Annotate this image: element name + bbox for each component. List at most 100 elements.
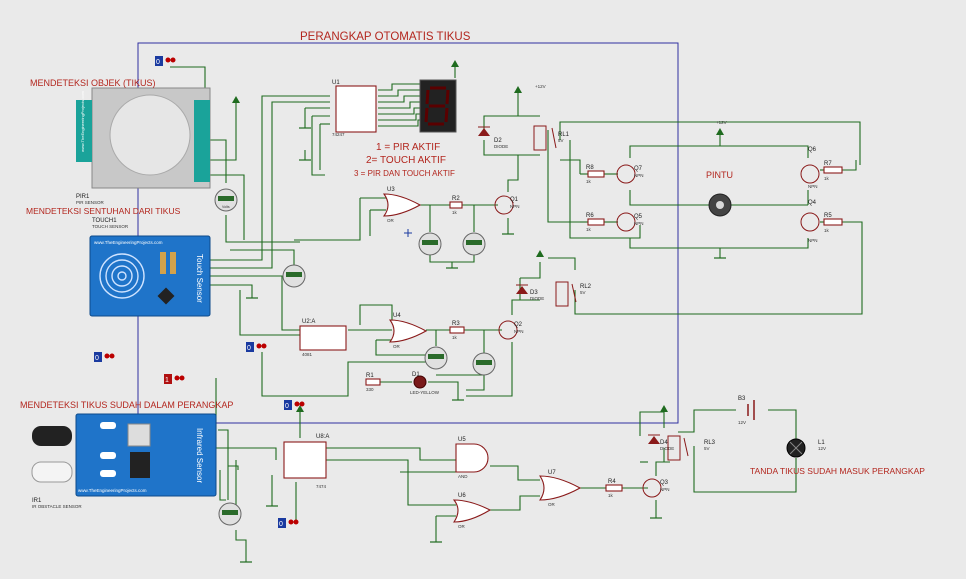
logic-probe-0c[interactable]: 0 xyxy=(246,342,267,352)
r8-ref: R8 xyxy=(586,165,594,171)
pir-sensor[interactable]: www.TheEngineeringProjects.com xyxy=(76,87,211,189)
u2-ref: U2:A xyxy=(302,319,315,325)
lamp-l1[interactable] xyxy=(786,438,806,458)
svg-text:0: 0 xyxy=(95,355,99,362)
resistors xyxy=(365,166,843,492)
u4-ref: U4 xyxy=(393,313,401,319)
q2-val: NPN xyxy=(514,329,524,334)
d1-ref: D1 xyxy=(412,372,420,378)
mode-3-label: 3 = PIR DAN TOUCH AKTIF xyxy=(354,169,455,178)
v12-label: +12V xyxy=(535,84,546,89)
diagram-title: PERANGKAP OTOMATIS TIKUS xyxy=(300,31,471,43)
u3-val: OR xyxy=(387,218,395,223)
voltmeter-7 xyxy=(218,502,242,526)
u3-or-gate[interactable] xyxy=(382,193,422,217)
touch-section-label: MENDETEKSI SENTUHAN DARI TIKUS xyxy=(26,206,181,216)
q2-ref: Q2 xyxy=(514,322,523,328)
u5-val: AND xyxy=(458,474,468,479)
u2-and-gate[interactable] xyxy=(299,325,347,351)
q1-ref: Q1 xyxy=(510,197,519,203)
relay-rl1[interactable] xyxy=(533,125,557,151)
battery-b3 xyxy=(747,400,755,420)
r8-val: 1k xyxy=(586,179,592,184)
d1-val: LED-YELLOW xyxy=(410,390,440,395)
pir-ref: PIR1 xyxy=(76,194,90,200)
d4-ref: D4 xyxy=(660,440,668,446)
q6-val: NPN xyxy=(808,184,818,189)
r6-val: 1k xyxy=(586,227,592,232)
q4-ref: Q4 xyxy=(808,200,817,206)
d2-val: DIODE xyxy=(494,144,508,149)
u4-val: OR xyxy=(393,344,401,349)
r4-ref: R4 xyxy=(608,479,616,485)
q1-val: NPN xyxy=(510,204,520,209)
svg-text:1: 1 xyxy=(165,377,169,384)
cursor-crosshair-icon xyxy=(404,229,412,237)
d3-val: DIODE xyxy=(530,296,544,301)
q3-val: NPN xyxy=(660,487,670,492)
u8-flipflop[interactable] xyxy=(283,441,327,479)
mode-1-label: 1 = PIR AKTIF xyxy=(376,142,440,153)
logic-probe-0d[interactable]: 0 xyxy=(284,400,305,410)
u6-or-gate[interactable] xyxy=(452,499,492,523)
svg-text:0: 0 xyxy=(279,521,283,528)
q3-ref: Q3 xyxy=(660,480,669,486)
relay-rl2[interactable] xyxy=(555,281,577,307)
motor-label: PINTU xyxy=(706,170,733,180)
svg-text:0: 0 xyxy=(285,403,289,410)
r2-val: 1k xyxy=(452,210,458,215)
led-d1[interactable] xyxy=(413,375,427,389)
voltmeter-5 xyxy=(424,346,448,370)
touch-board-url: www.TheEngineeringProjects.com xyxy=(94,240,163,245)
u1-decoder[interactable] xyxy=(335,85,377,133)
transistors xyxy=(494,164,820,498)
diodes xyxy=(478,126,660,444)
r1-val: 330 xyxy=(366,387,374,392)
touch-ref: TOUCH1 xyxy=(92,218,117,224)
q5-ref: Q5 xyxy=(634,214,643,220)
voltmeter-1-unit: Volts xyxy=(222,205,230,209)
u7-or-gate[interactable] xyxy=(538,475,582,501)
l1-val: 12V xyxy=(818,446,826,451)
touch-val: TOUCH SENSOR xyxy=(92,224,129,229)
l1-ref: L1 xyxy=(818,440,825,446)
d4-val: DIODE xyxy=(660,446,674,451)
r3-val: 1k xyxy=(452,335,458,340)
ir-section-label: MENDETEKSI TIKUS SUDAH DALAM PERANGKAP xyxy=(20,400,233,410)
seven-segment-display[interactable] xyxy=(419,79,457,133)
svg-text:0: 0 xyxy=(156,59,160,66)
r7-val: 1k xyxy=(824,176,830,181)
logic-probe-0b[interactable]: 0 xyxy=(94,352,115,362)
door-motor[interactable] xyxy=(708,193,732,217)
q5-val: NPN xyxy=(634,221,644,226)
b3-val: 12V xyxy=(738,420,746,425)
q6-ref: Q6 xyxy=(808,147,817,153)
u7-val: OR xyxy=(548,502,556,507)
u5-and-gate[interactable] xyxy=(455,443,489,473)
r7-ref: R7 xyxy=(824,161,832,167)
touch-board-label: Touch Sensor xyxy=(195,254,204,303)
u6-ref: U6 xyxy=(458,493,466,499)
r5-ref: R5 xyxy=(824,213,832,219)
relay-rl3[interactable] xyxy=(667,435,689,461)
u6-val: OR xyxy=(458,524,466,529)
u1-val: 74247 xyxy=(332,132,345,137)
touch-sensor[interactable]: Touch Sensor www.TheEngineeringProjects.… xyxy=(89,235,211,317)
logic-probe-0a[interactable]: 0 xyxy=(155,56,176,66)
ir-sensor[interactable]: Infrared Sensor www.TheEngineeringProjec… xyxy=(31,413,217,497)
pir-val: PIR SENSOR xyxy=(76,200,105,205)
r2-ref: R2 xyxy=(452,196,460,202)
r6-ref: R6 xyxy=(586,213,594,219)
svg-text:0: 0 xyxy=(247,345,251,352)
logic-probe-0e[interactable]: 0 xyxy=(278,518,299,528)
u8-ref: U8:A xyxy=(316,434,329,440)
logic-probe-1[interactable]: 1 xyxy=(164,374,185,384)
voltmeter-4 xyxy=(462,232,486,256)
pir-board-url: www.TheEngineeringProjects.com xyxy=(80,90,85,152)
q7-val: NPN xyxy=(634,173,644,178)
rl2-ref: RL2 xyxy=(580,284,592,290)
u4-or-gate[interactable] xyxy=(388,319,428,343)
ir-ref: IR1 xyxy=(32,498,42,504)
q4-val: NPN xyxy=(808,238,818,243)
